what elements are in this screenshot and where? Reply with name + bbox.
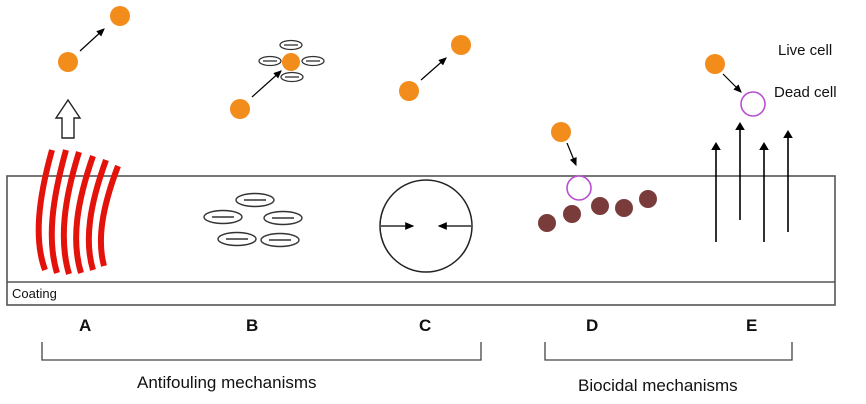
release-arrow-C [420,57,447,81]
coating-layer [6,175,836,306]
legend-live-cell: Live cell [778,42,833,59]
dead-cell-D [566,175,592,201]
cell-with-domains-B [258,39,325,83]
live-cell-C-upper [451,35,471,55]
live-cell-C-lower [399,81,419,101]
panel-label-B: B [246,316,259,335]
release-arrow-A [79,28,105,52]
live-cell-A-lower [58,52,78,72]
approach-arrow-D [566,142,577,167]
hollow-up-arrow-icon [54,98,82,139]
live-cell-D [551,122,571,142]
antifouling-bracket [41,342,482,361]
panel-label-C: C [419,316,432,335]
polymer-brushes-A [35,149,121,275]
biocidal-group-label: Biocidal mechanisms [578,376,738,395]
biocide-flux-arrows-E [711,122,793,242]
panel-label-D: D [586,316,599,335]
live-cell-B-lower [230,99,250,119]
panel-label-E: E [746,316,758,335]
dead-cell-E [740,91,766,117]
approach-arrow-E [722,73,742,93]
panel-label-A: A [79,316,92,335]
release-arrow-B [251,70,282,98]
coating-label: Coating [12,286,57,301]
antifouling-group-label: Antifouling mechanisms [137,373,317,392]
biocidal-bracket [544,342,793,361]
hydrophobic-domain-C [379,179,473,273]
biocide-particles-D [538,190,657,232]
legend-dead-cell: Dead cell [774,84,837,101]
surface-domains-B [203,192,303,248]
live-cell-E [705,54,725,74]
live-cell-A-upper [110,6,130,26]
